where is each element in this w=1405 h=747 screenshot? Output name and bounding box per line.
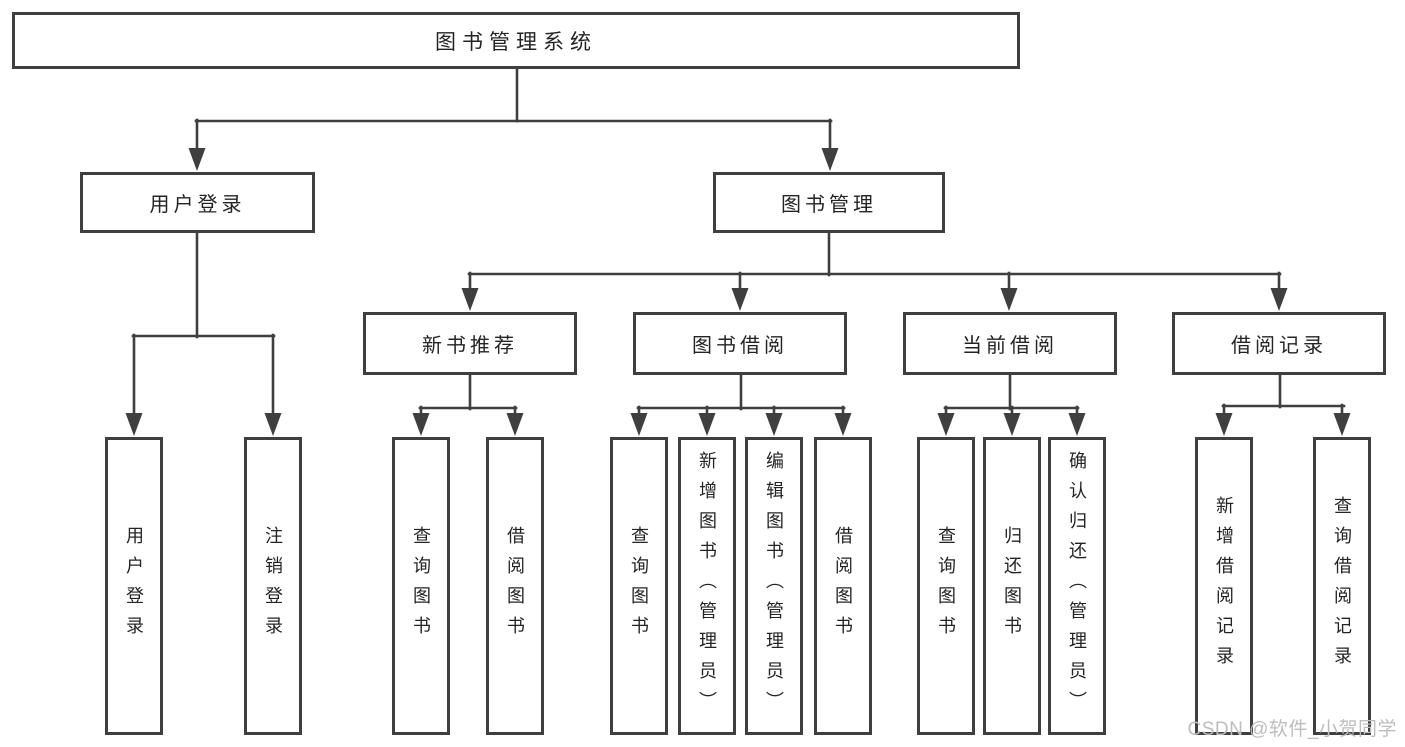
- leaf-return-book: 归还图书: [983, 437, 1041, 735]
- edges-new-book-recommend: [412, 373, 524, 436]
- leaf-return-book-label: 归还图书: [1002, 526, 1022, 646]
- csdn-watermark: CSDN @软件_小贺同学: [1187, 719, 1397, 740]
- leaf-add-book-admin-label: 新增图书（管理员）: [697, 451, 717, 721]
- leaf-edit-book-admin: 编辑图书（管理员）: [745, 437, 803, 735]
- node-current-borrow: 当前借阅: [903, 312, 1117, 375]
- leaf-query-books-1-label: 查询图书: [411, 526, 431, 646]
- leaf-user-login: 用户登录: [105, 437, 163, 735]
- leaf-query-books-3-label: 查询图书: [936, 526, 956, 646]
- leaf-borrow-books-2-label: 借阅图书: [833, 526, 853, 646]
- edges-root: [188, 67, 839, 171]
- node-borrow-records: 借阅记录: [1172, 312, 1386, 375]
- leaf-query-borrow-record: 查询借阅记录: [1313, 437, 1371, 735]
- leaf-borrow-books-1-label: 借阅图书: [505, 526, 525, 646]
- leaf-logout: 注销登录: [244, 437, 302, 735]
- edges-user-login: [125, 231, 282, 436]
- node-root: 图书管理系统: [12, 12, 1020, 69]
- leaf-borrow-books-2: 借阅图书: [814, 437, 872, 735]
- node-book-management: 图书管理: [713, 172, 945, 233]
- node-new-book-recommend: 新书推荐: [363, 312, 577, 375]
- edges-borrow-records: [1215, 373, 1351, 436]
- leaf-add-book-admin: 新增图书（管理员）: [678, 437, 736, 735]
- leaf-logout-label: 注销登录: [263, 526, 283, 646]
- leaf-query-books-2-label: 查询图书: [629, 526, 649, 646]
- leaf-query-borrow-record-label: 查询借阅记录: [1332, 496, 1352, 676]
- leaf-borrow-books-1: 借阅图书: [486, 437, 544, 735]
- leaf-query-books-2: 查询图书: [610, 437, 668, 735]
- leaf-add-borrow-record-label: 新增借阅记录: [1214, 496, 1234, 676]
- edges-book-borrow: [630, 373, 852, 436]
- edges-current-borrow: [937, 373, 1086, 436]
- leaf-confirm-return-admin: 确认归还（管理员）: [1048, 437, 1106, 735]
- leaf-user-login-label: 用户登录: [124, 526, 144, 646]
- leaf-add-borrow-record: 新增借阅记录: [1195, 437, 1253, 735]
- leaf-query-books-1: 查询图书: [392, 437, 450, 735]
- leaf-confirm-return-admin-label: 确认归还（管理员）: [1067, 451, 1087, 721]
- leaf-edit-book-admin-label: 编辑图书（管理员）: [764, 451, 784, 721]
- leaf-query-books-3: 查询图书: [917, 437, 975, 735]
- node-book-borrow: 图书借阅: [633, 312, 847, 375]
- edges-book-management: [461, 231, 1288, 311]
- node-user-login: 用户登录: [80, 172, 315, 233]
